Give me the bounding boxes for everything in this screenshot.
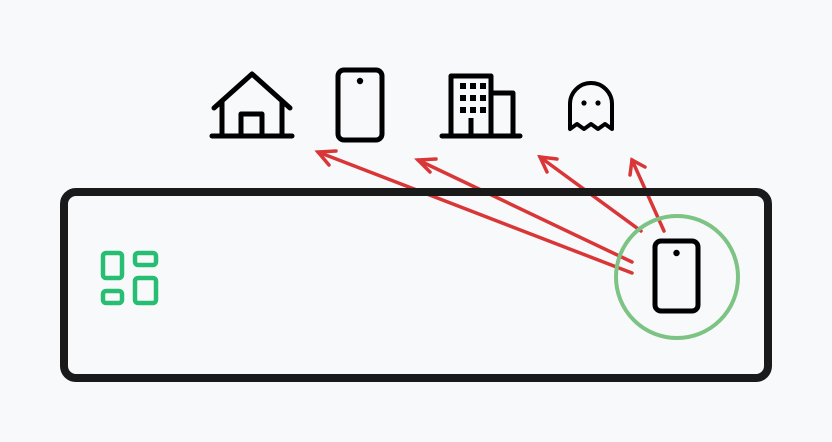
selection-highlight [614, 214, 740, 340]
dashboard-icon [100, 250, 159, 306]
arrow-to-home-icon [314, 149, 634, 275]
selected-phone-icon[interactable] [652, 238, 701, 314]
arrow-to-phone-icon [413, 157, 634, 264]
selection-arrows [314, 149, 666, 275]
building-icon [439, 73, 523, 139]
home-icon [209, 71, 295, 139]
panel [60, 188, 772, 382]
ghost-icon [568, 81, 614, 131]
phone-icon [335, 67, 385, 143]
